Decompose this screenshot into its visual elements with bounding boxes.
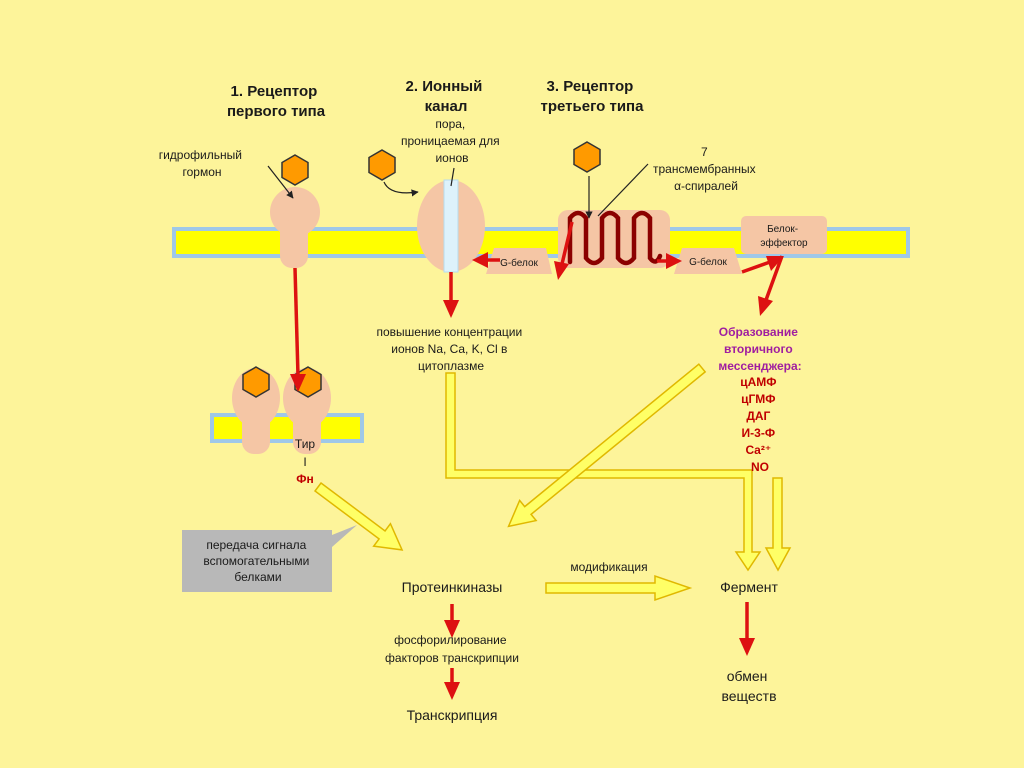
hormone-pointer-line — [267, 165, 294, 199]
pore-label: пора, проницаемая для ионов — [401, 117, 503, 165]
red-arrow-gprotein-to-receptor3 — [554, 221, 574, 280]
modification-label: модификация — [570, 560, 647, 574]
red-arrow-effector-to-messenger — [758, 255, 784, 316]
transmembrane-label: 7 трансмембранных α-спиралей — [653, 145, 759, 193]
g-protein-right — [674, 248, 742, 274]
hydrophilic-hormone-label: гидрофильный гормон — [159, 148, 246, 179]
ion-channel — [417, 179, 485, 273]
red-arrow-receptor3-to-gprotein — [657, 253, 682, 269]
transcription-label: Транскрипция — [407, 707, 498, 723]
tyr-label: Тир — [295, 437, 316, 451]
ion-channel-title: 2. Ионный канал — [406, 78, 487, 115]
effector-protein — [741, 216, 827, 254]
callout-text: передача сигнала вспомогательными белкам… — [203, 538, 312, 584]
metabolism-label: обмен веществ — [721, 668, 776, 704]
second-messenger-title: Образование вторичного мессенджера: — [718, 325, 801, 373]
yellow-arrow-messenger-to-enzyme — [764, 477, 792, 572]
hormone-dimer-left-icon — [242, 366, 270, 398]
phosphorylation-label: фосфорилирование факторов транскрипции — [385, 633, 519, 665]
enzyme-label: Фермент — [720, 579, 778, 595]
protein-kinases-label: Протеинкиназы — [402, 579, 503, 595]
hormone-channel-icon — [368, 149, 396, 181]
yellow-arrow-phos-to-kinase — [313, 481, 404, 551]
red-arrow-kinase-down — [444, 604, 460, 638]
callout-box — [182, 525, 357, 592]
hormone-receptor1-icon — [281, 154, 309, 186]
tm-pointer-line — [597, 163, 649, 217]
tyr-bar: I — [303, 455, 306, 469]
phos-label: Фн — [296, 472, 314, 486]
g-protein-left — [486, 248, 552, 274]
yellow-arrow-messenger-to-kinase — [507, 363, 707, 528]
receptor3-title: 3. Рецептор третьего типа — [541, 78, 645, 115]
red-arrow-to-transcription — [444, 668, 460, 700]
hormone-receptor3-icon — [573, 141, 601, 173]
red-arrow-receptor1-down — [290, 267, 306, 392]
effector-label: Белок- эффектор — [760, 224, 808, 249]
g-protein-right-label: G-белок — [689, 256, 727, 268]
yellow-arrow-modification — [545, 574, 693, 602]
receptor-type-1 — [270, 187, 320, 268]
red-arrow-channel-down — [443, 272, 459, 318]
ion-increase-label: повышение концентрации ионов Na, Ca, K, … — [376, 325, 525, 373]
red-arrow-enzyme-down — [739, 602, 755, 656]
pore-pointer-line — [450, 167, 455, 187]
yellow-arrow-ions-to-enzyme — [445, 372, 762, 572]
dimer-membrane — [210, 413, 364, 443]
messenger-list: цАМФ цГМФ ДАГ И-3-Ф Ca²⁺ NO — [740, 375, 780, 474]
red-arrow-channel-to-gprotein — [472, 252, 500, 268]
receptor1-title: 1. Рецептор первого типа — [227, 83, 326, 120]
g-protein-left-label: G-белок — [500, 257, 538, 269]
hormone-to-channel-line — [383, 181, 419, 197]
